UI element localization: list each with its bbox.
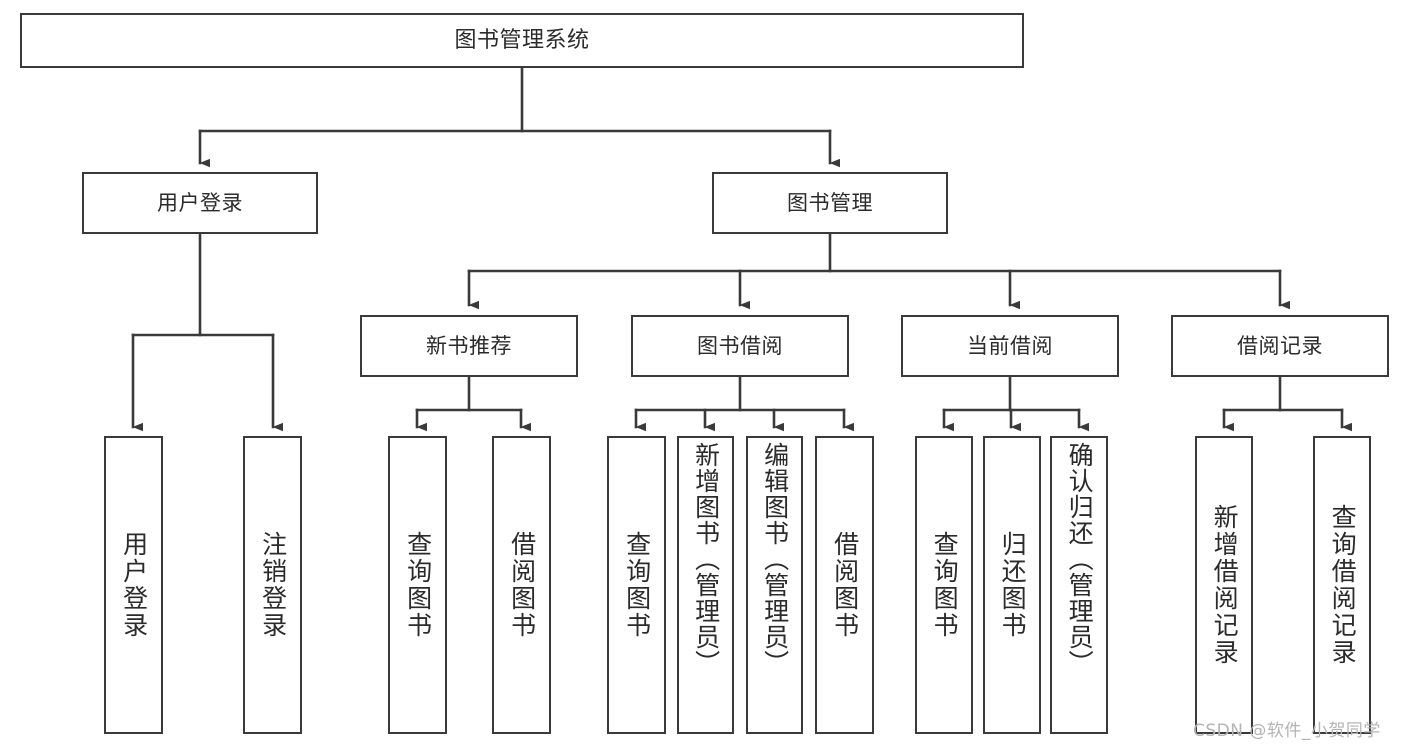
leaf-user-login-login[interactable]: 用户登录	[104, 436, 163, 734]
node-label: 图书管理系统	[454, 27, 590, 53]
node-book-borrow[interactable]: 图书借阅	[631, 315, 849, 377]
node-label: 借阅图书	[507, 531, 537, 639]
node-label: 确认归还（管理员）	[1065, 442, 1095, 676]
node-label: 查询图书	[622, 531, 652, 639]
node-label: 编辑图书（管理员）	[760, 442, 790, 676]
node-root-system[interactable]: 图书管理系统	[20, 13, 1024, 68]
node-label: 借阅记录	[1237, 333, 1323, 358]
leaf-borrow-add-book-admin[interactable]: 新增图书（管理员）	[677, 436, 734, 734]
leaf-recommend-query-book[interactable]: 查询图书	[388, 436, 447, 734]
leaf-borrow-borrow-book[interactable]: 借阅图书	[815, 436, 874, 734]
node-new-book-recommend[interactable]: 新书推荐	[360, 315, 578, 377]
node-label: 图书管理	[787, 190, 873, 215]
node-label: 当前借阅	[967, 333, 1053, 358]
node-label: 查询图书	[403, 531, 433, 639]
leaf-recommend-borrow-book[interactable]: 借阅图书	[492, 436, 551, 734]
leaf-current-query-book[interactable]: 查询图书	[915, 436, 973, 734]
node-label: 图书借阅	[697, 333, 783, 358]
node-label: 借阅图书	[830, 531, 860, 639]
node-book-management[interactable]: 图书管理	[712, 172, 948, 234]
leaf-record-add-record[interactable]: 新增借阅记录	[1195, 436, 1253, 734]
node-current-borrow[interactable]: 当前借阅	[901, 315, 1119, 377]
node-label: 新书推荐	[426, 333, 512, 358]
leaf-borrow-edit-book-admin[interactable]: 编辑图书（管理员）	[746, 436, 803, 734]
node-label: 归还图书	[998, 531, 1028, 639]
node-label: 用户登录	[119, 531, 149, 639]
leaf-record-query-record[interactable]: 查询借阅记录	[1313, 436, 1371, 734]
leaf-current-return-book[interactable]: 归还图书	[983, 436, 1041, 734]
node-label: 用户登录	[157, 190, 243, 215]
leaf-borrow-query-book[interactable]: 查询图书	[607, 436, 666, 734]
node-label: 查询图书	[930, 531, 960, 639]
csdn-watermark: CSDN @软件_小贺同学	[1193, 721, 1381, 741]
node-user-login[interactable]: 用户登录	[82, 172, 318, 234]
node-label: 注销登录	[258, 531, 288, 639]
leaf-user-login-logout[interactable]: 注销登录	[243, 436, 302, 734]
node-label: 新增图书（管理员）	[691, 442, 721, 676]
leaf-current-confirm-return-admin[interactable]: 确认归还（管理员）	[1050, 436, 1108, 734]
node-borrow-record[interactable]: 借阅记录	[1171, 315, 1389, 377]
node-label: 查询借阅记录	[1328, 504, 1358, 666]
node-label: 新增借阅记录	[1210, 504, 1240, 666]
